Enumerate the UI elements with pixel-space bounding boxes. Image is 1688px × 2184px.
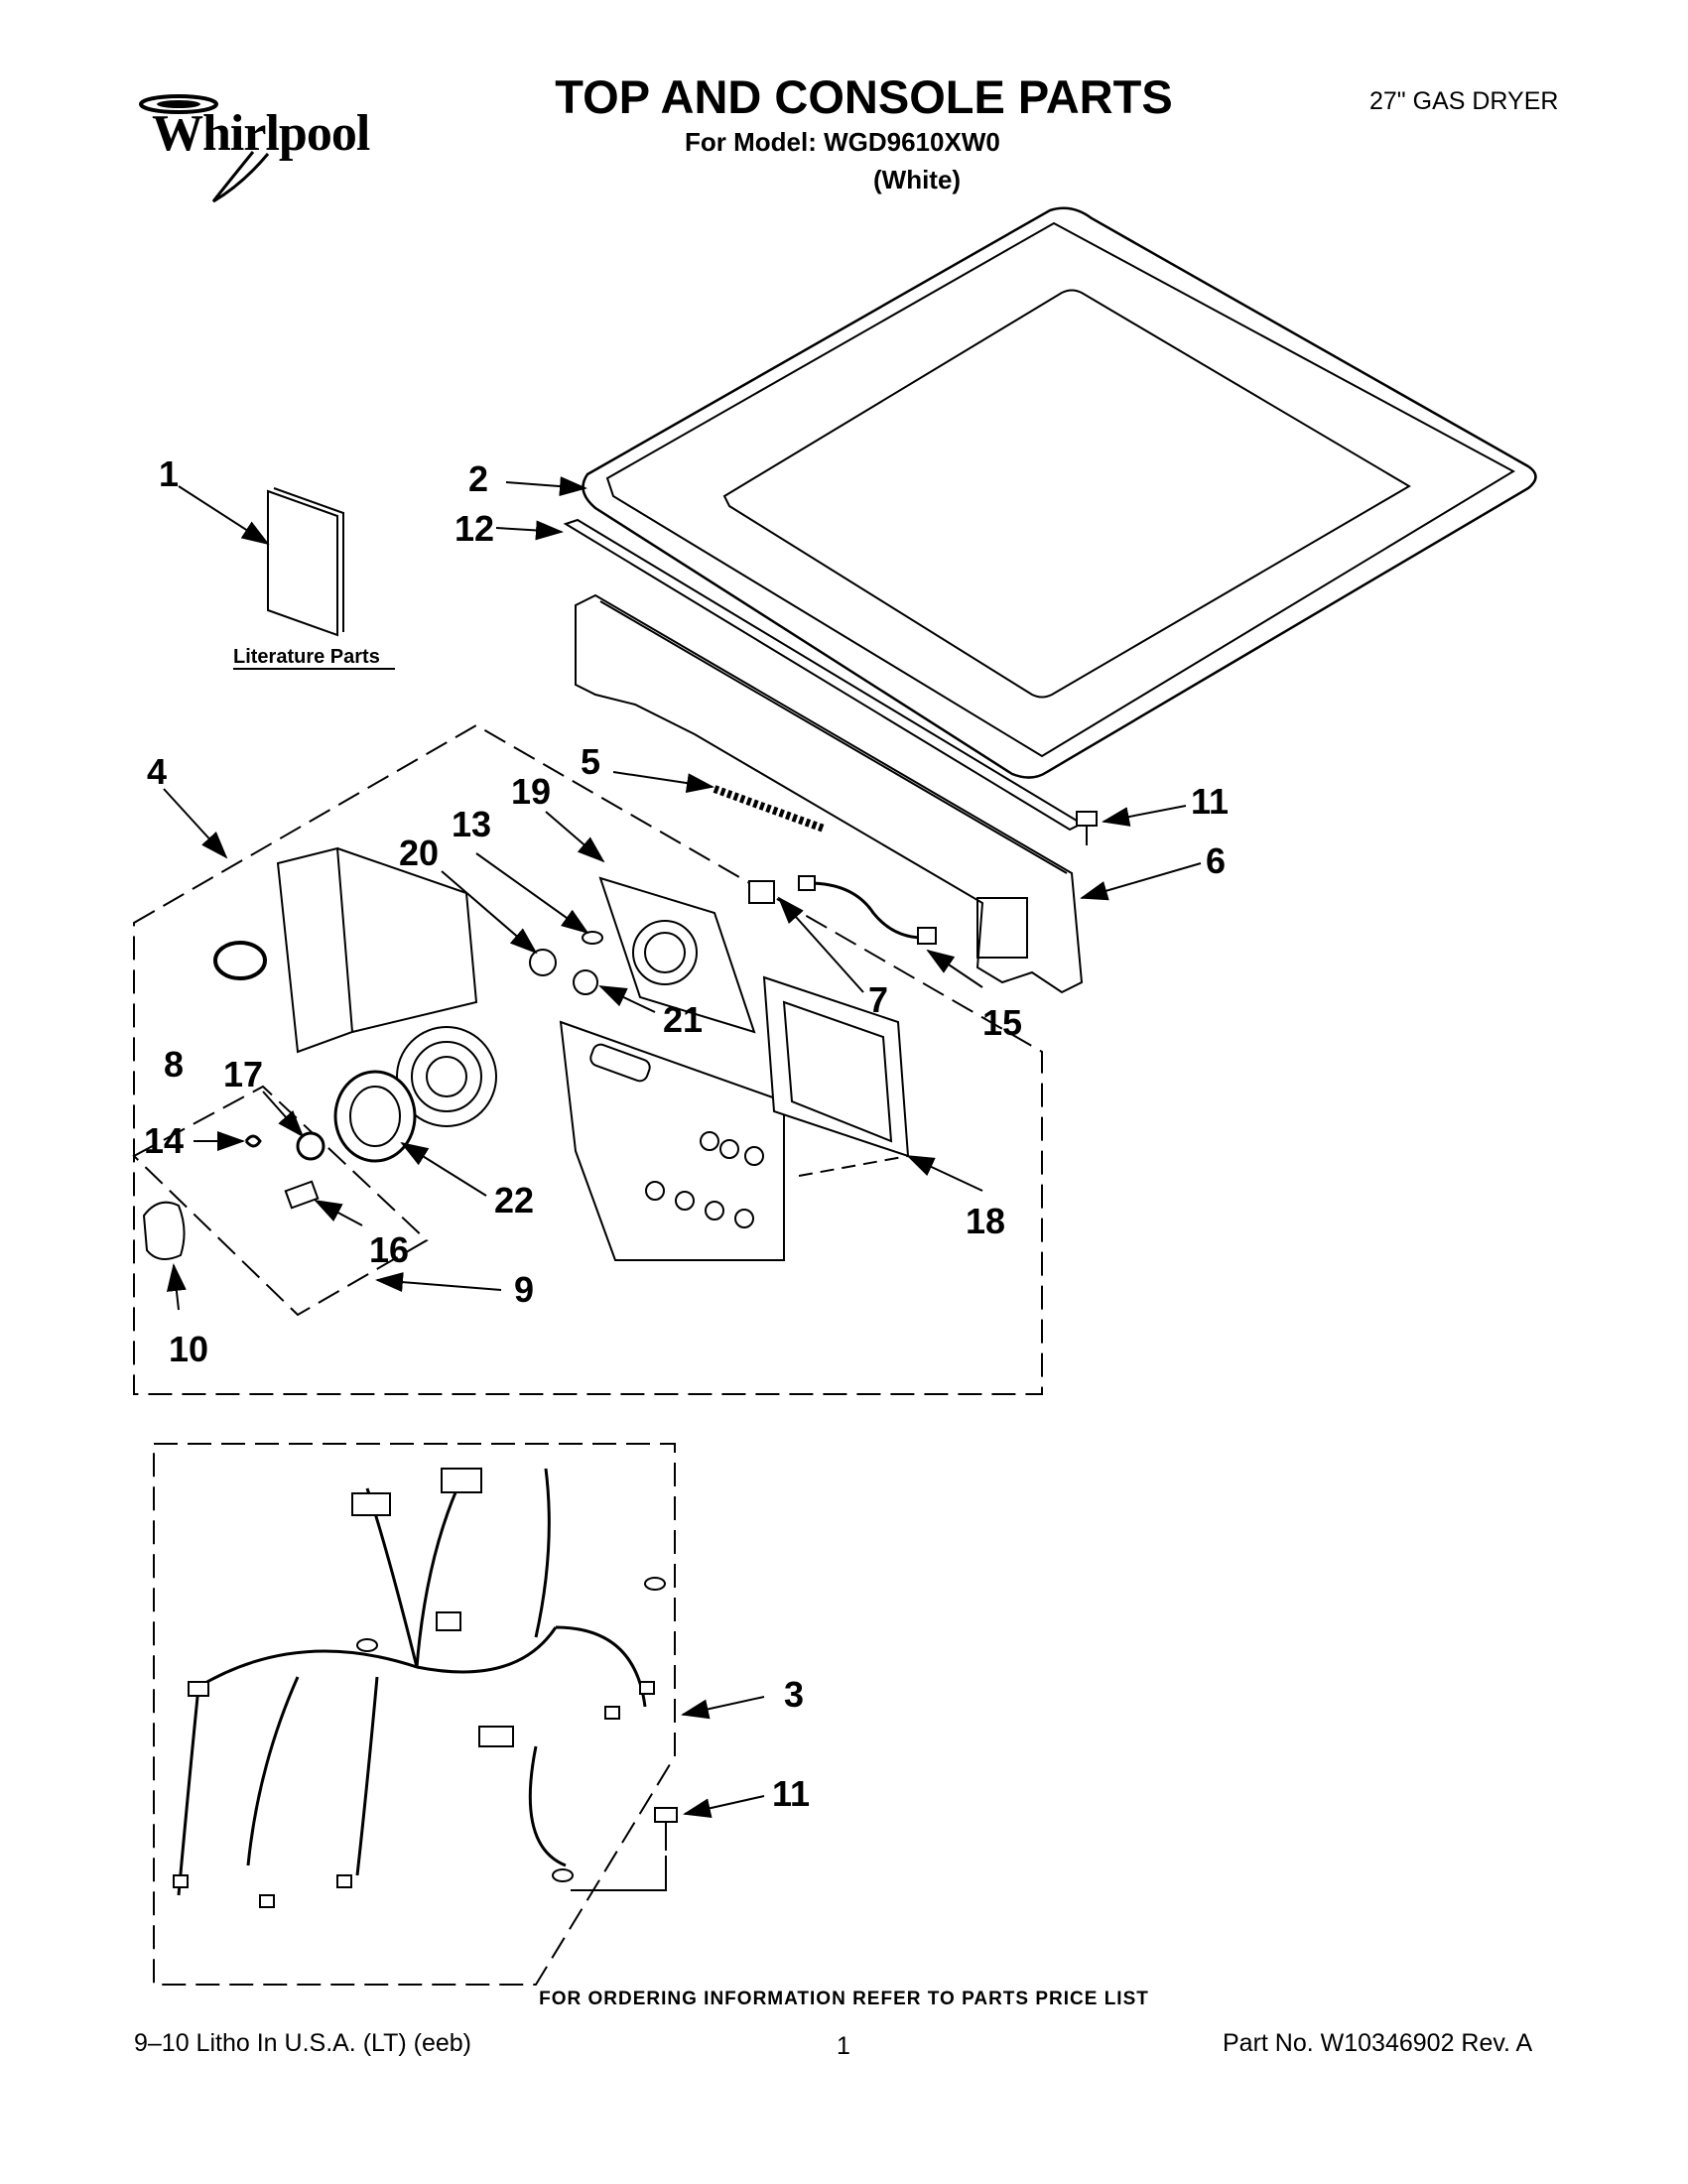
callout-6: 6 bbox=[1206, 840, 1226, 881]
console-bracket-part bbox=[575, 593, 1202, 994]
callout-20: 20 bbox=[399, 833, 439, 873]
callout-15: 15 bbox=[982, 1002, 1022, 1043]
callout-18: 18 bbox=[966, 1201, 1005, 1241]
top-panel-part bbox=[505, 206, 1537, 779]
part-number: Part No. W10346902 Rev. A bbox=[1223, 2029, 1533, 2057]
callout-5: 5 bbox=[581, 741, 600, 782]
callout-3: 3 bbox=[784, 1674, 804, 1715]
knob-assembly-boundary bbox=[132, 1085, 429, 1317]
callout-9: 9 bbox=[514, 1269, 534, 1310]
literature-parts-label: Literature Parts bbox=[233, 646, 380, 668]
model-number: For Model: WGD9610XW0 bbox=[685, 127, 1000, 157]
page-number: 1 bbox=[837, 2032, 850, 2060]
callout-22: 22 bbox=[494, 1180, 534, 1220]
callout-11-top: 11 bbox=[1191, 781, 1229, 822]
callout-2: 2 bbox=[468, 458, 488, 499]
whirlpool-logo: Whirlpool bbox=[134, 94, 392, 203]
callout-21: 21 bbox=[663, 999, 703, 1040]
console-assembly-boundary bbox=[133, 723, 1043, 1395]
callout-8: 8 bbox=[164, 1044, 184, 1085]
callout-1: 1 bbox=[159, 453, 179, 494]
product-type: 27" GAS DRYER bbox=[1369, 87, 1559, 115]
knob-spring-part bbox=[194, 1131, 262, 1151]
litho-info: 9–10 Litho In U.S.A. (LT) (eeb) bbox=[134, 2029, 471, 2057]
spring-clip-part bbox=[573, 969, 656, 1013]
knob-clip-part bbox=[284, 1180, 363, 1226]
logo-swirl-icon bbox=[139, 94, 270, 203]
model-color: (White) bbox=[873, 165, 962, 194]
wire-tie-part bbox=[612, 771, 826, 833]
control-board-bracket-part bbox=[545, 811, 756, 1034]
brand-wordmark: Whirlpool bbox=[152, 105, 370, 162]
cam-part bbox=[441, 870, 557, 976]
bezel-ring-part bbox=[333, 1070, 487, 1197]
wire-harness-jumper-part bbox=[798, 875, 983, 988]
page-title: TOP AND CONSOLE PARTS bbox=[555, 70, 1173, 123]
callout-14: 14 bbox=[144, 1120, 184, 1161]
harness-clip-part bbox=[748, 880, 864, 993]
pushbutton-part bbox=[475, 852, 603, 945]
callout-labels: 1 2 12 4 5 19 13 20 11 6 8 7 21 15 17 14… bbox=[144, 453, 1229, 1814]
callout-13: 13 bbox=[452, 804, 491, 844]
literature-booklet-part: Literature Parts bbox=[178, 485, 395, 670]
console-housing-part bbox=[213, 846, 785, 1261]
callout-17: 17 bbox=[223, 1054, 263, 1094]
callout-4: 4 bbox=[147, 751, 167, 792]
callout-16: 16 bbox=[369, 1229, 409, 1270]
wire-harness-boundary bbox=[153, 1443, 676, 1986]
callout-19: 19 bbox=[511, 771, 551, 812]
harness-screw-part bbox=[571, 1795, 765, 1891]
callout-12: 12 bbox=[454, 508, 494, 549]
electronic-control-part bbox=[762, 975, 983, 1192]
callout-10: 10 bbox=[169, 1329, 208, 1369]
callout-11-bottom: 11 bbox=[772, 1773, 810, 1814]
screw-part bbox=[1076, 805, 1187, 845]
ordering-info: FOR ORDERING INFORMATION REFER TO PARTS … bbox=[539, 1989, 1149, 2009]
knob-insert-part bbox=[262, 1091, 325, 1161]
wire-harness-part bbox=[173, 1468, 765, 1908]
callout-7: 7 bbox=[868, 979, 888, 1020]
knob-part bbox=[142, 1201, 187, 1311]
